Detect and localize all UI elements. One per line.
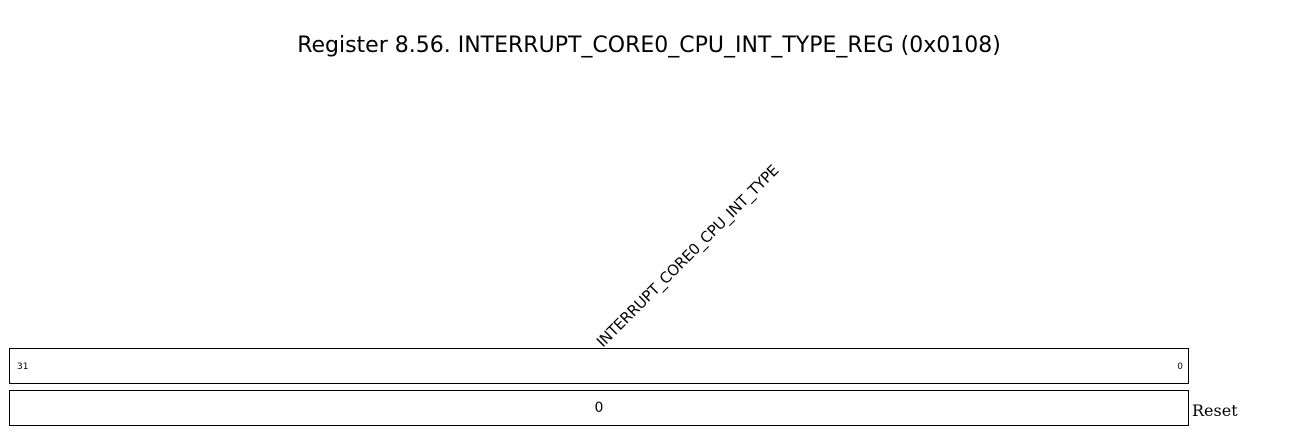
reset-value: 0 [594, 400, 604, 416]
bit-range-row: 31 0 [9, 348, 1189, 384]
bit-high-index: 31 [17, 362, 29, 372]
reset-value-row: 0 [9, 390, 1189, 426]
bit-low-index: 0 [1177, 362, 1183, 372]
register-title: Register 8.56. INTERRUPT_CORE0_CPU_INT_T… [297, 33, 1001, 58]
reset-label: Reset [1192, 401, 1238, 420]
field-name-label: INTERRUPT_CORE0_CPU_INT_TYPE [593, 161, 783, 351]
